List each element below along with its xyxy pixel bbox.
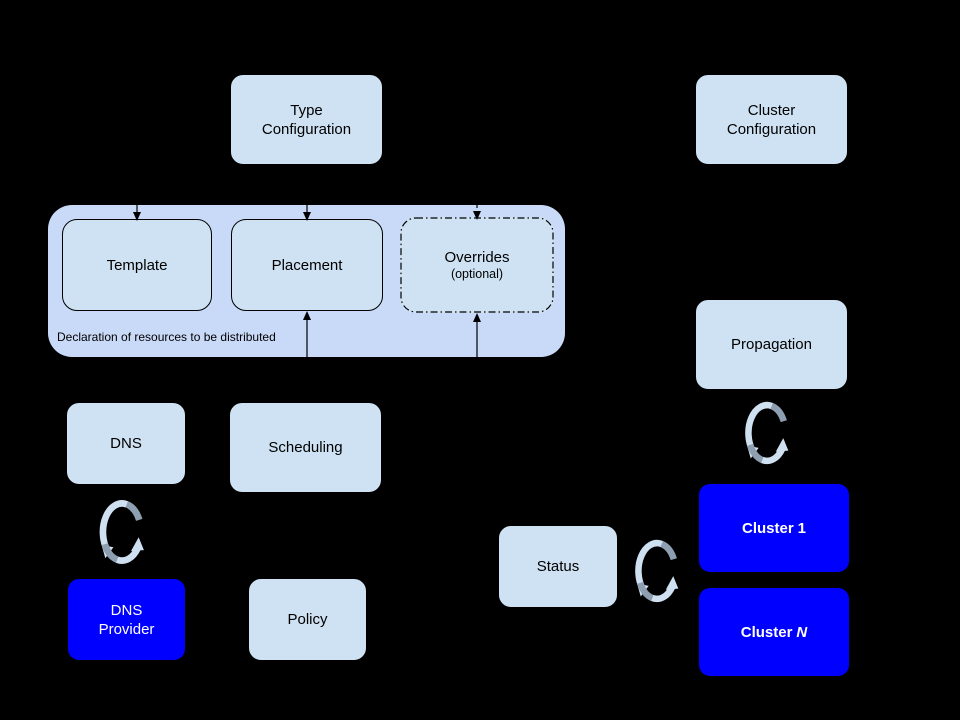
scheduling-label: Scheduling xyxy=(268,439,343,456)
template-box: Template xyxy=(62,219,212,311)
status-label: Status xyxy=(536,558,580,575)
scheduling-box: Scheduling xyxy=(229,402,382,493)
status-box: Status xyxy=(498,525,618,608)
placement-label: Placement xyxy=(271,256,343,274)
resource-declaration-caption: Declaration of resources to be distribut… xyxy=(57,330,276,344)
cluster-configuration-label-line2: Configuration xyxy=(726,120,817,138)
sync-icon xyxy=(99,500,144,564)
cluster-n-label-prefix: Cluster xyxy=(740,623,793,641)
cluster-1-label-prefix: Cluster xyxy=(741,519,794,537)
type-configuration-label-line2: Configuration xyxy=(261,120,352,138)
dns-provider-label-line1: DNS xyxy=(110,601,143,619)
overrides-box: Overrides (optional) xyxy=(400,217,554,313)
placement-box: Placement xyxy=(231,219,383,311)
cluster-n-box: Cluster N xyxy=(698,587,850,677)
type-configuration-label-line1: Type xyxy=(290,101,323,119)
arrow-into-placement-top xyxy=(303,205,311,221)
dns-label: DNS xyxy=(110,435,142,452)
arrow-into-template xyxy=(133,205,141,221)
dns-box: DNS xyxy=(66,402,186,485)
sync-icon xyxy=(745,401,789,465)
policy-box: Policy xyxy=(248,578,367,661)
template-label: Template xyxy=(106,256,168,274)
cluster-n-label-variable: N xyxy=(796,623,808,641)
cluster-1-label-number: 1 xyxy=(797,519,807,537)
dns-provider-label-line2: Provider xyxy=(98,620,155,638)
dns-provider-box: DNS Provider xyxy=(67,578,186,661)
cluster-configuration-label-line1: Cluster xyxy=(747,101,796,119)
policy-label: Policy xyxy=(287,611,328,628)
type-configuration-box: Type Configuration xyxy=(230,74,383,165)
arrow-into-overrides-bottom xyxy=(473,313,481,357)
propagation-box: Propagation xyxy=(695,299,848,390)
cluster-1-box: Cluster 1 xyxy=(698,483,850,573)
sync-icon xyxy=(635,539,679,603)
container-arrows xyxy=(133,205,481,357)
arrow-into-overrides-top-dashed xyxy=(473,205,481,220)
cluster-configuration-box: Cluster Configuration xyxy=(695,74,848,165)
propagation-label: Propagation xyxy=(731,336,812,353)
arrow-into-placement-bottom xyxy=(303,311,311,357)
